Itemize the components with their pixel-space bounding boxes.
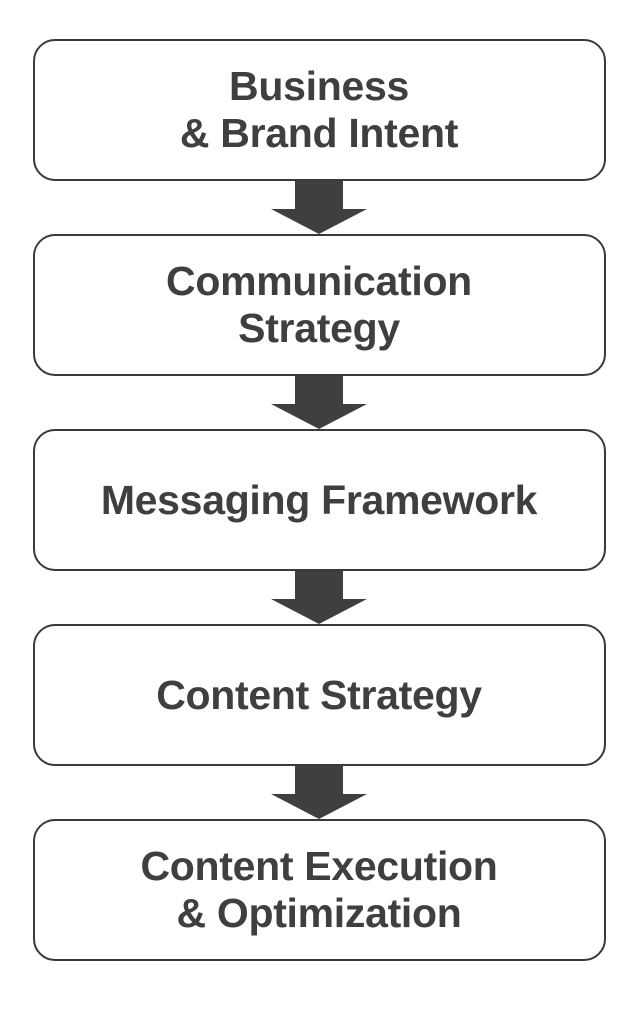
flow-step-label: Messaging Framework	[100, 476, 538, 523]
flow-step-label: Content Strategy	[156, 671, 482, 718]
flow-step-business-brand-intent[interactable]: Business & Brand Intent	[32, 39, 606, 181]
arrow-down-icon	[271, 376, 367, 429]
flow-step-content-strategy[interactable]: Content Strategy	[32, 624, 606, 766]
flow-step-content-execution-optimization[interactable]: Content Execution & Optimization	[32, 819, 606, 961]
arrow-down-icon	[271, 571, 367, 624]
arrow-down-icon	[271, 766, 367, 819]
flow-step-communication-strategy[interactable]: Communication Strategy	[32, 234, 606, 376]
flow-step-messaging-framework[interactable]: Messaging Framework	[32, 429, 606, 571]
flow-step-label: Content Execution & Optimization	[140, 843, 498, 936]
flow-step-label: Business & Brand Intent	[179, 63, 459, 156]
flow-step-label: Communication Strategy	[166, 258, 472, 351]
arrow-down-icon	[271, 181, 367, 234]
